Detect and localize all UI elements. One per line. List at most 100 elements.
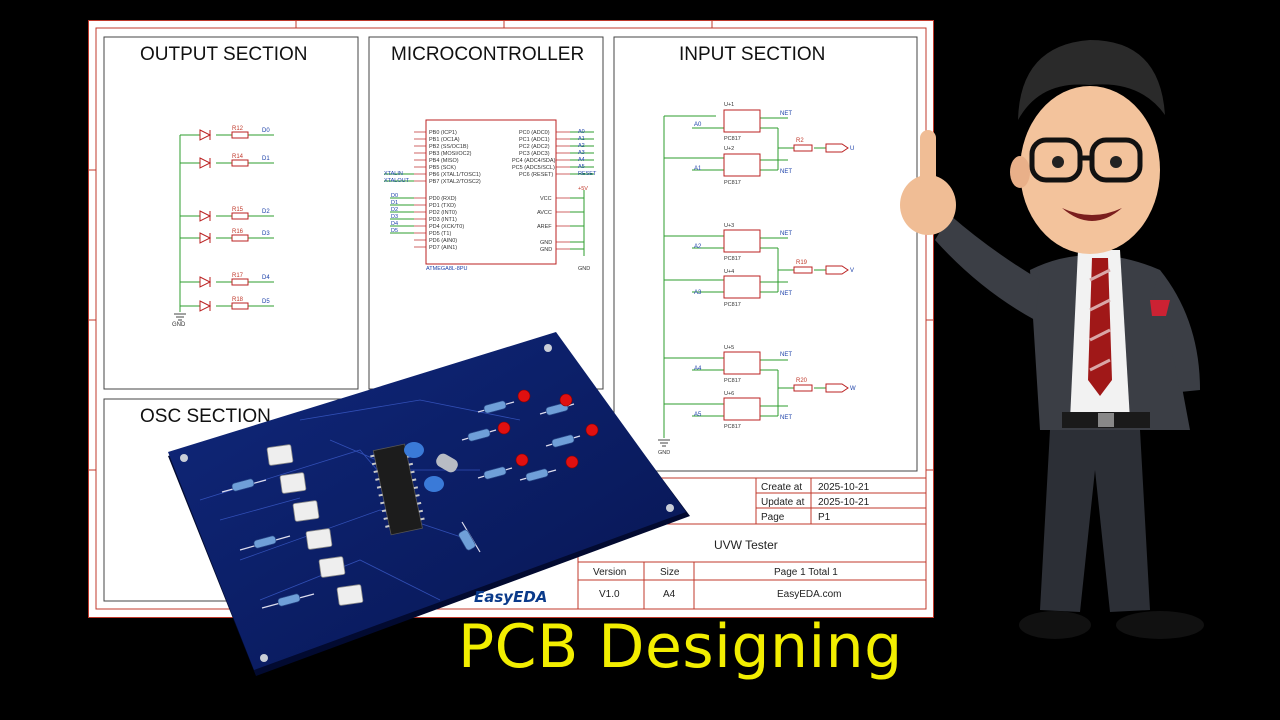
svg-text:R17: R17 [232,273,244,279]
headline-text: PCB Designing [458,612,903,682]
svg-text:PC1 (ADC1): PC1 (ADC1) [519,137,550,143]
page-value: P1 [818,512,831,523]
svg-text:XTALOUT: XTALOUT [384,178,410,184]
svg-text:PD6 (AIN0): PD6 (AIN0) [429,238,457,244]
svg-text:PC817: PC817 [724,180,741,186]
svg-text:GND: GND [172,322,186,328]
size-label: Size [660,567,680,578]
svg-text:D3: D3 [391,214,398,220]
create-label: Create at [761,482,803,493]
svg-text:GND: GND [540,240,552,246]
svg-text:PB5 (SCK): PB5 (SCK) [429,165,456,171]
svg-text:PC6 (RESET): PC6 (RESET) [519,172,553,178]
update-label: Update at [761,497,805,508]
svg-text:D1: D1 [262,156,270,162]
svg-text:V: V [850,268,854,274]
svg-text:D2: D2 [262,209,270,215]
input-section-title: INPUT SECTION [679,44,826,65]
svg-text:A2: A2 [578,143,585,149]
svg-text:PB0 (ICP1): PB0 (ICP1) [429,130,457,136]
svg-text:U+4: U+4 [724,269,734,275]
svg-text:A0: A0 [578,129,585,135]
create-value: 2025-10-21 [818,482,870,493]
version-value: V1.0 [599,589,620,600]
svg-text:U+3: U+3 [724,223,734,229]
svg-text:U+2: U+2 [724,146,734,152]
svg-text:D5: D5 [262,299,270,305]
svg-text:PC817: PC817 [724,136,741,142]
svg-text:NET: NET [780,291,792,297]
osc-section-title: OSC SECTION [140,406,271,427]
svg-text:AVCC: AVCC [537,210,552,216]
svg-text:A3: A3 [578,150,585,156]
svg-text:R2: R2 [796,138,804,144]
svg-text:A4: A4 [578,157,585,163]
page-label: Page [761,512,785,523]
svg-text:PC817: PC817 [724,424,741,430]
svg-text:D1: D1 [391,200,398,206]
svg-text:D2: D2 [391,207,398,213]
svg-text:PB3 (MOSI/OC2): PB3 (MOSI/OC2) [429,151,472,157]
svg-text:U+5: U+5 [724,345,734,351]
microcontroller-section-title: MICROCONTROLLER [391,44,585,65]
svg-text:NET: NET [780,231,792,237]
svg-text:PD1 (TXD): PD1 (TXD) [429,203,456,209]
svg-text:+5V: +5V [578,186,588,192]
thumbs-up-character-icon [900,40,1204,639]
size-value: A4 [663,589,676,600]
version-label: Version [593,567,627,578]
svg-text:A1: A1 [694,166,702,172]
svg-text:GND: GND [658,450,670,456]
svg-text:GND: GND [578,266,590,272]
svg-text:A0: A0 [694,122,702,128]
svg-text:PD4 (XCK/T0): PD4 (XCK/T0) [429,224,464,230]
svg-text:PB2 (SS/OC1B): PB2 (SS/OC1B) [429,144,469,150]
svg-text:NET: NET [780,169,792,175]
svg-text:NET: NET [780,352,792,358]
svg-text:PC5 (ADC5/SCL): PC5 (ADC5/SCL) [512,165,555,171]
svg-text:A5: A5 [578,164,585,170]
svg-text:A5: A5 [694,412,702,418]
svg-text:D0: D0 [391,193,398,199]
svg-text:XTALIN: XTALIN [384,171,403,177]
svg-text:W: W [850,386,856,392]
svg-text:R15: R15 [232,207,244,213]
svg-text:D4: D4 [262,275,270,281]
output-section-title: OUTPUT SECTION [140,44,308,65]
page-total: Page 1 Total 1 [774,567,838,578]
svg-text:PC817: PC817 [724,378,741,384]
svg-text:RESET: RESET [578,171,597,177]
svg-text:A2: A2 [694,244,702,250]
svg-text:U: U [850,146,854,152]
svg-text:PC3 (ADC3): PC3 (ADC3) [519,151,550,157]
svg-text:R20: R20 [796,378,808,384]
svg-text:PD3 (INT1): PD3 (INT1) [429,217,457,223]
svg-text:A1: A1 [578,136,585,142]
svg-text:R18: R18 [232,297,244,303]
svg-text:PD7 (AIN1): PD7 (AIN1) [429,245,457,251]
svg-text:NET: NET [780,415,792,421]
svg-text:R14: R14 [232,154,244,160]
easyeda-logo: EasyEDA [474,588,548,606]
svg-text:PC2 (ADC2): PC2 (ADC2) [519,144,550,150]
svg-text:VCC: VCC [540,196,552,202]
svg-text:D4: D4 [391,221,398,227]
svg-text:D0: D0 [262,128,270,134]
svg-text:AREF: AREF [537,224,552,230]
svg-text:R19: R19 [796,260,808,266]
svg-text:PC4 (ADC4/SDA): PC4 (ADC4/SDA) [512,158,556,164]
svg-text:PD5 (T1): PD5 (T1) [429,231,451,237]
svg-text:PB1 (OC1A): PB1 (OC1A) [429,137,460,143]
svg-text:PD2 (INT0): PD2 (INT0) [429,210,457,216]
site-url: EasyEDA.com [777,589,842,600]
svg-text:PC817: PC817 [724,302,741,308]
svg-text:GND: GND [540,247,552,253]
svg-text:U+1: U+1 [724,102,734,108]
svg-text:A3: A3 [694,290,702,296]
svg-text:PB7 (XTAL2/TOSC2): PB7 (XTAL2/TOSC2) [429,179,481,185]
svg-text:U+6: U+6 [724,391,734,397]
project-name: UVW Tester [714,538,778,552]
svg-text:PC0 (ADC0): PC0 (ADC0) [519,130,550,136]
